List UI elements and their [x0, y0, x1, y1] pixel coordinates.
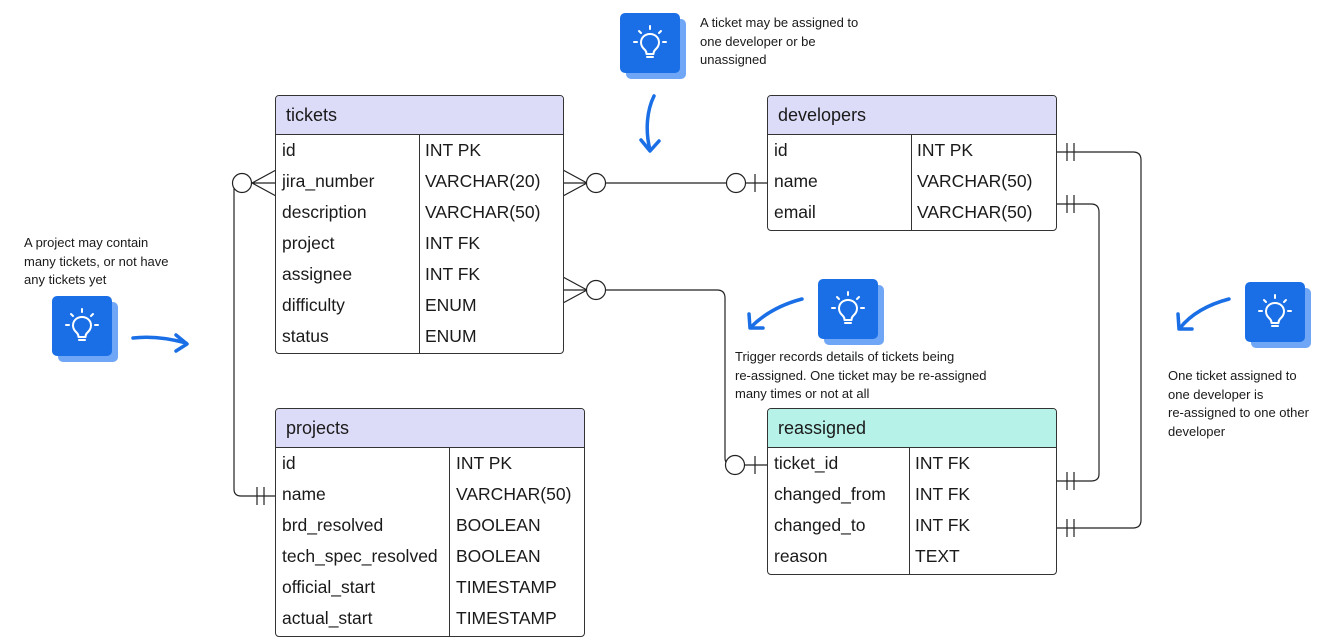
zero-marker: [724, 454, 746, 476]
lightbulb-icon: [52, 296, 118, 362]
zero-marker: [725, 172, 747, 194]
entity-title: projects: [276, 409, 584, 448]
arrow-icon: [645, 94, 656, 152]
one-marker: [1066, 143, 1075, 161]
arrow-icon: [1178, 297, 1231, 330]
arrow-icon: [747, 312, 765, 330]
note-project: A project may contain many tickets, or n…: [24, 235, 169, 287]
note-trigger: Trigger records details of tickets being…: [735, 349, 987, 401]
lightbulb-icon: [818, 279, 884, 345]
lightbulb-icon: [1245, 282, 1311, 348]
arrow-icon: [639, 138, 661, 153]
lightbulb-icon: [620, 13, 686, 79]
developers-reassigned-to-line: [1056, 151, 1142, 529]
crowfoot-marker: [562, 276, 589, 304]
arrow-icon: [749, 297, 804, 329]
note-developer: One ticket assigned to one developer is …: [1168, 368, 1309, 439]
one-marker: [1066, 195, 1075, 213]
arrow-icon: [174, 333, 189, 353]
one-marker: [1066, 519, 1075, 537]
one-marker: [256, 487, 265, 505]
entity-title: tickets: [276, 96, 563, 135]
projects-tickets-line: [233, 182, 276, 497]
arrow-icon: [131, 335, 188, 345]
crowfoot-marker: [250, 169, 277, 197]
entity-title: developers: [768, 96, 1056, 135]
one-marker: [1066, 472, 1075, 490]
developers-reassigned-from-line: [1056, 203, 1100, 482]
zero-marker: [231, 172, 253, 194]
entity-title: reassigned: [768, 409, 1056, 448]
note-assignment: A ticket may be assigned to one develope…: [700, 15, 859, 67]
zero-marker: [585, 279, 607, 301]
crowfoot-marker: [562, 169, 589, 197]
zero-marker: [585, 172, 607, 194]
arrow-icon: [1176, 312, 1194, 331]
